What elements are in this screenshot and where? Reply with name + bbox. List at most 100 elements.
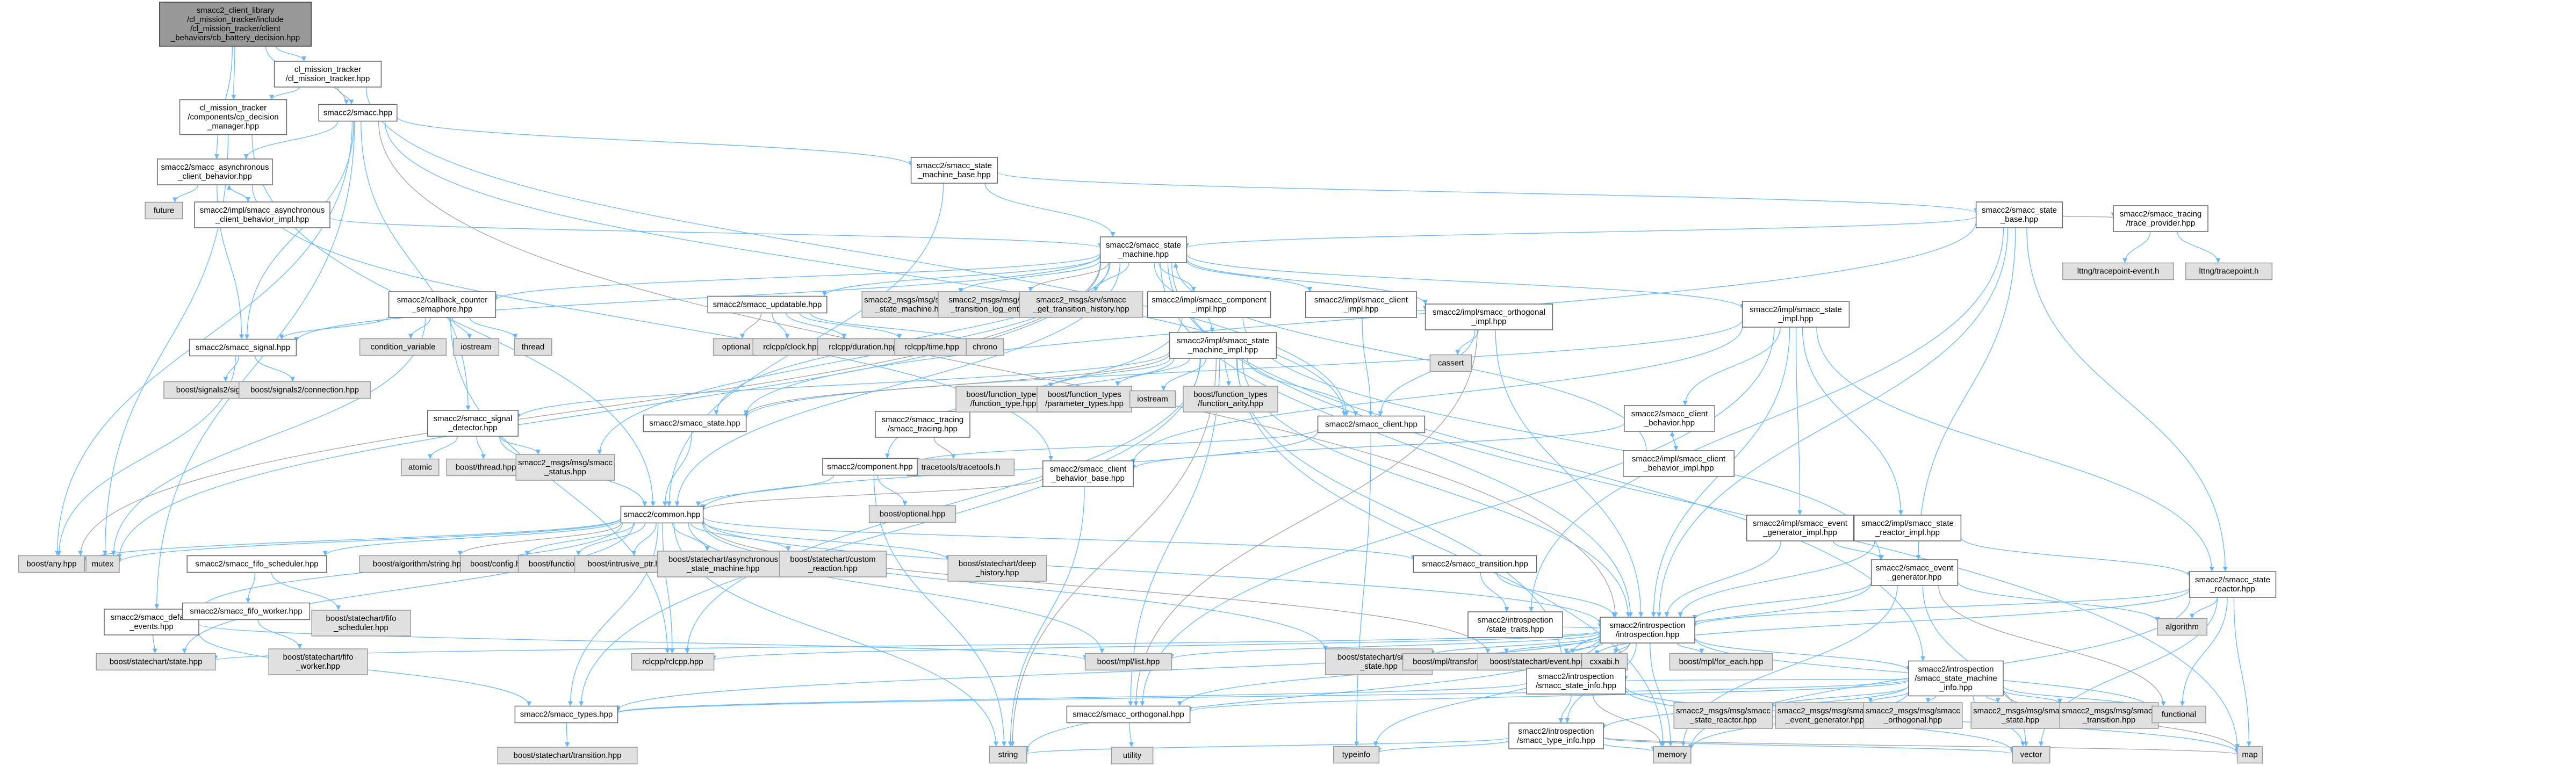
node-map[interactable]: map <box>2236 746 2263 764</box>
node-iostream2[interactable]: iostream <box>1129 390 1176 408</box>
node-label: /function_type.hpp <box>970 399 1037 408</box>
node-cassert[interactable]: cassert <box>1429 354 1472 372</box>
node-reactor[interactable]: smacc2/smacc_state_reactor.hpp <box>2189 571 2277 598</box>
node-iostream1[interactable]: iostream <box>452 338 500 356</box>
node-sminfo[interactable]: smacc2/introspection/smacc_state_machine… <box>1908 660 2004 697</box>
node-root[interactable]: smacc2_client_library/cl_mission_tracker… <box>159 2 312 47</box>
node-btransition[interactable]: boost/statechart/transition.hpp <box>497 747 638 764</box>
node-stateimpl[interactable]: smacc2/impl/smacc_state_impl.hpp <box>1742 301 1850 328</box>
node-fta[interactable]: boost/function_types/function_arity.hpp <box>1183 386 1278 413</box>
node-bstate[interactable]: boost/statechart/state.hpp <box>96 653 216 671</box>
node-bintru[interactable]: boost/intrusive_ptr.hpp <box>574 555 682 573</box>
node-cxxabi[interactable]: cxxabi.h <box>1581 653 1628 671</box>
node-ftt[interactable]: boost/function_types/function_type.hpp <box>955 386 1051 413</box>
node-string[interactable]: string <box>989 746 1027 764</box>
node-condvar[interactable]: condition_variable <box>359 338 447 356</box>
node-async[interactable]: smacc2/smacc_asynchronous_client_behavio… <box>157 158 273 185</box>
node-updatable[interactable]: smacc2/smacc_updatable.hpp <box>707 295 828 314</box>
node-thread[interactable]: thread <box>514 338 552 356</box>
edge-stateimpl-to-orthogonal <box>1140 327 1775 706</box>
node-smacc[interactable]: smacc2/smacc.hpp <box>318 104 398 122</box>
node-clmt[interactable]: cl_mission_tracker/cl_mission_tracker.hp… <box>274 61 382 88</box>
node-client[interactable]: smacc2/smacc_client.hpp <box>1317 415 1426 433</box>
node-msgortho[interactable]: smacc2_msgs/msg/smacc_orthogonal.hpp <box>1863 702 1963 729</box>
node-chrono[interactable]: chrono <box>966 338 1004 356</box>
node-straits[interactable]: smacc2/introspection/state_traits.hpp <box>1467 611 1563 638</box>
node-sbase[interactable]: smacc2/smacc_state_base.hpp <box>1975 201 2063 228</box>
node-box <box>159 2 312 47</box>
node-signal[interactable]: smacc2/smacc_signal.hpp <box>189 338 297 357</box>
node-rcltime[interactable]: rclcpp/time.hpp <box>894 338 969 356</box>
node-memory[interactable]: memory <box>1653 746 1692 764</box>
node-compimpl[interactable]: smacc2/impl/smacc_component_impl.hpp <box>1147 291 1271 318</box>
node-cbimpl[interactable]: smacc2/impl/smacc_client_behavior_impl.h… <box>1623 450 1735 477</box>
node-box <box>1624 405 1715 432</box>
node-bevent[interactable]: boost/statechart/event.hpp <box>1477 653 1598 671</box>
node-balgo[interactable]: boost/algorithm/string.hpp <box>359 555 479 573</box>
node-boptional[interactable]: boost/optional.hpp <box>868 505 956 523</box>
node-bdeep[interactable]: boost/statechart/deep_history.hpp <box>947 555 1047 582</box>
node-sm[interactable]: smacc2/smacc_state_machine.hpp <box>1099 236 1188 263</box>
node-statehpp[interactable]: smacc2/smacc_state.hpp <box>643 414 747 432</box>
node-mutex[interactable]: mutex <box>85 555 120 573</box>
node-sigdet[interactable]: smacc2/smacc_signal_detector.hpp <box>427 410 519 437</box>
node-fifoworker[interactable]: smacc2/smacc_fifo_worker.hpp <box>182 602 311 620</box>
node-cpd[interactable]: cl_mission_tracker/components/cp_decisio… <box>179 99 287 135</box>
node-cbbase[interactable]: smacc2/smacc_client_behavior_base.hpp <box>1042 460 1134 487</box>
node-evgen[interactable]: smacc2/smacc_event_generator.hpp <box>1870 559 1959 586</box>
node-orthoimpl[interactable]: smacc2/impl/smacc_orthogonal_impl.hpp <box>1424 303 1553 330</box>
node-rclcpp[interactable]: rclcpp/rclcpp.hpp <box>631 653 715 671</box>
node-functional[interactable]: functional <box>2152 705 2206 724</box>
node-typeinfo[interactable]: smacc2/introspection/smacc_type_info.hpp <box>1508 722 1604 749</box>
node-bcustom[interactable]: boost/statechart/custom_reaction.hpp <box>779 551 887 577</box>
node-transition[interactable]: smacc2/smacc_transition.hpp <box>1413 555 1537 573</box>
node-atomic[interactable]: atomic <box>401 458 440 476</box>
node-fifosched[interactable]: smacc2/smacc_fifo_scheduler.hpp <box>186 555 327 573</box>
node-tracepoints[interactable]: tracetools/tracetools.h <box>906 458 1015 476</box>
node-future[interactable]: future <box>145 201 183 220</box>
node-sinfo[interactable]: smacc2/introspection/smacc_state_info.hp… <box>1526 668 1626 695</box>
node-cbsem[interactable]: smacc2/callback_counter_semaphore.hpp <box>388 291 497 318</box>
node-types[interactable]: smacc2/smacc_types.hpp <box>514 705 618 724</box>
node-bfifosched[interactable]: boost/statechart/fifo_scheduler.hpp <box>311 610 411 637</box>
edge-smacc-to-async <box>243 121 339 160</box>
node-vector[interactable]: vector <box>2012 746 2050 764</box>
node-rcldur[interactable]: rclcpp/duration.hpp <box>817 338 909 356</box>
node-smimpl[interactable]: smacc2/impl/smacc_state_machine_impl.hpp <box>1169 332 1277 359</box>
node-utility[interactable]: utility <box>1111 747 1154 764</box>
node-box <box>1424 303 1553 330</box>
node-common[interactable]: smacc2/common.hpp <box>620 505 704 524</box>
node-cb[interactable]: smacc2/smacc_client_behavior.hpp <box>1624 405 1715 432</box>
node-evgenimpl[interactable]: smacc2/impl/smacc_event_generator_impl.h… <box>1746 515 1854 541</box>
node-reactorimpl[interactable]: smacc2/impl/smacc_state_reactor_impl.hpp <box>1853 515 1962 541</box>
node-lttp[interactable]: lttng/tracepoint.h <box>2185 262 2273 280</box>
node-bmplfe[interactable]: boost/mpl/for_each.hpp <box>1669 653 1773 671</box>
node-clientimpl[interactable]: smacc2/impl/smacc_client_impl.hpp <box>1305 291 1417 318</box>
node-optional[interactable]: optional <box>713 338 760 356</box>
node-orthogonal[interactable]: smacc2/smacc_orthogonal.hpp <box>1066 705 1191 724</box>
node-bmpllist[interactable]: boost/mpl/list.hpp <box>1084 653 1172 671</box>
node-lttev[interactable]: lttng/tracepoint-event.h <box>2062 262 2174 280</box>
node-component[interactable]: smacc2/component.hpp <box>822 458 918 476</box>
node-basync[interactable]: boost/statechart/asynchronous_state_mach… <box>657 551 789 577</box>
node-srvhist[interactable]: smacc2_msgs/srv/smacc_get_transition_his… <box>1019 291 1143 318</box>
node-msgstatus[interactable]: smacc2_msgs/msg/smacc_status.hpp <box>515 454 615 481</box>
node-bthread[interactable]: boost/thread.hpp <box>446 458 526 476</box>
node-msgreactor[interactable]: smacc2_msgs/msg/smacc_state_reactor.hpp <box>1673 702 1773 729</box>
node-msgevgen[interactable]: smacc2_msgs/msg/smacc_event_generator.hp… <box>1775 702 1875 729</box>
node-msgstate[interactable]: smacc2_msgs/msg/smacc_state.hpp <box>1970 702 2070 729</box>
node-introspection[interactable]: smacc2/introspection/introspection.hpp <box>1600 617 1695 644</box>
node-msgtrans[interactable]: smacc2_msgs/msg/smacc_transition.hpp <box>2059 702 2159 729</box>
node-tracinghpp[interactable]: smacc2/smacc_tracing/smacc_tracing.hpp <box>875 411 970 438</box>
node-algorithm[interactable]: algorithm <box>2157 618 2207 636</box>
node-ftp[interactable]: boost/function_types/parameter_types.hpp <box>1037 386 1132 413</box>
node-typeinfoh[interactable]: typeinfo <box>1333 746 1380 764</box>
node-tracing[interactable]: smacc2/smacc_tracing/trace_provider.hpp <box>2113 205 2208 232</box>
node-asyncimpl[interactable]: smacc2/impl/smacc_asynchronous_client_be… <box>194 201 330 228</box>
node-label: smacc2/smacc.hpp <box>323 109 392 118</box>
node-bfifoworker[interactable]: boost/statechart/fifo_worker.hpp <box>268 648 368 675</box>
node-banyhpp[interactable]: boost/any.hpp <box>18 555 85 573</box>
node-bsig2c[interactable]: boost/signals2/connection.hpp <box>239 381 371 399</box>
node-defevents[interactable]: smacc2/smacc_default_events.hpp <box>104 609 199 635</box>
node-smbase[interactable]: smacc2/smacc_state_machine_base.hpp <box>910 157 998 184</box>
